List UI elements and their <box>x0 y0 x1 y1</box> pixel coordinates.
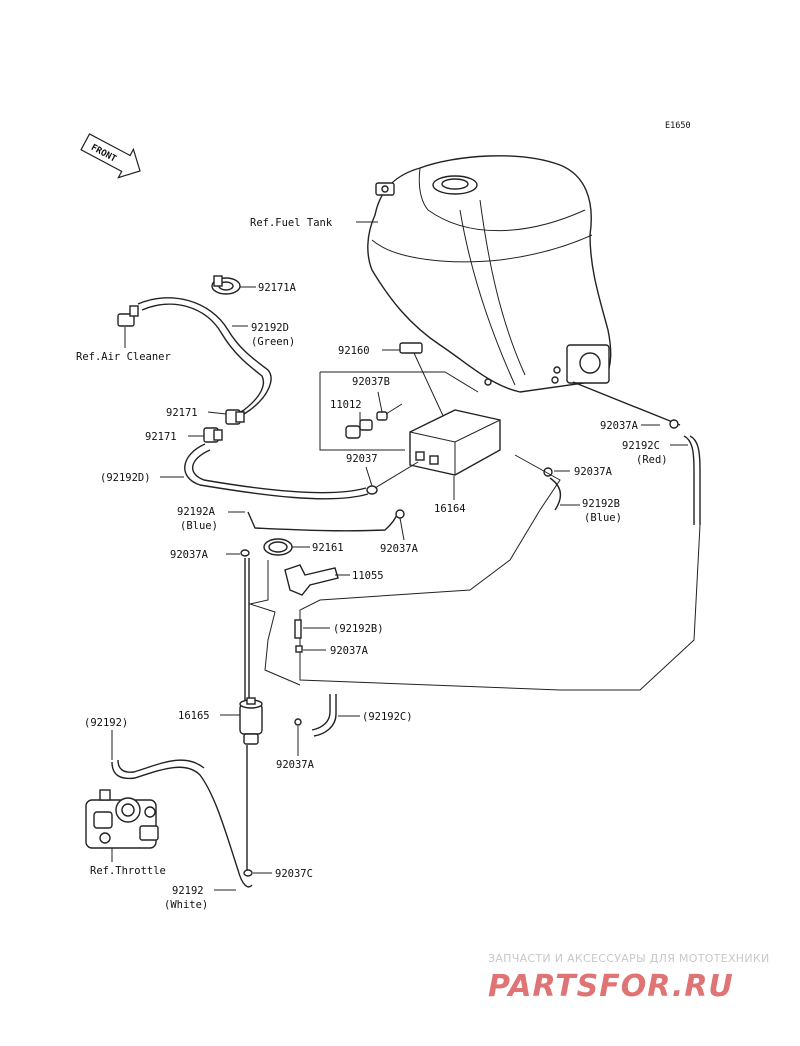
label-92192-paren: (92192) <box>84 717 128 729</box>
label-92171A: 92171A <box>258 282 297 294</box>
clip-92037A-bottom-icon <box>294 718 302 726</box>
label-11055: 11055 <box>352 570 384 582</box>
front-arrow-icon: FRONT <box>80 133 141 179</box>
label-92192D-paren: (92192D) <box>100 472 151 484</box>
routing-line <box>299 454 701 691</box>
label-92192C-paren: (92192C) <box>362 711 413 723</box>
clip-92037A-center-icon <box>395 509 405 519</box>
label-11012: 11012 <box>330 399 362 411</box>
hose-92192C-red <box>572 381 681 426</box>
clip-92037B-icon <box>376 411 388 421</box>
watermark-logo: PARTSFOR.RU <box>488 969 734 1004</box>
clamp-92171A-icon <box>211 275 241 295</box>
label-92037C: 92037C <box>275 868 313 880</box>
label-white: (White) <box>164 899 208 911</box>
label-92160: 92160 <box>338 345 370 357</box>
hose-92192D-green <box>137 297 272 419</box>
throttle-body-illustration <box>85 789 159 849</box>
label-92171-lower: 92171 <box>145 431 177 443</box>
group-outline-canister <box>319 372 405 451</box>
clamp-92171-lower-icon <box>203 427 223 443</box>
label-92037A-left: 92037A <box>170 549 209 561</box>
label-92037B: 92037B <box>352 376 390 388</box>
label-92037: 92037 <box>346 453 378 465</box>
label-92192D: 92192D <box>251 322 289 334</box>
clamp-92171-upper-icon <box>225 409 245 425</box>
label-blue-right: (Blue) <box>584 512 622 524</box>
fuel-tank-illustration <box>367 155 612 393</box>
label-92192-bottom: 92192 <box>172 885 204 897</box>
label-92037A-lower: 92037A <box>330 645 369 657</box>
label-green: (Green) <box>251 336 295 348</box>
watermark-tagline: ЗАПЧАСТИ И АКСЕССУАРЫ ДЛЯ МОТОТЕХНИКИ <box>488 952 770 965</box>
label-92192C-right: 92192C <box>622 440 660 452</box>
label-92171-upper: 92171 <box>166 407 198 419</box>
hose-92192B-icon <box>294 619 302 639</box>
label-92037A-right-top: 92037A <box>600 420 639 432</box>
label-red: (Red) <box>636 454 668 466</box>
clip-92037A-left-icon <box>240 549 250 557</box>
label-92037A-bottom: 92037A <box>276 759 315 771</box>
plug-11012-icon <box>345 419 373 439</box>
label-throttle: Ref.Throttle <box>90 865 166 877</box>
label-92037A-center: 92037A <box>380 543 419 555</box>
cap-92160-icon <box>399 342 423 354</box>
clip-92037A-lower-icon <box>295 645 303 653</box>
hose-92192D-lower <box>184 443 369 500</box>
label-92161: 92161 <box>312 542 344 554</box>
label-92192B-right: 92192B <box>582 498 620 510</box>
label-16165: 16165 <box>178 710 210 722</box>
label-92037A-mid: 92037A <box>574 466 613 478</box>
label-fuel-tank: Ref.Fuel Tank <box>250 217 333 229</box>
label-16164: 16164 <box>434 503 466 515</box>
clip-92037A-right-icon <box>669 419 679 429</box>
label-air-cleaner: Ref.Air Cleaner <box>76 351 171 363</box>
label-blue-left: (Blue) <box>180 520 218 532</box>
hose-92192-white <box>111 761 253 888</box>
clip-92037C-icon <box>243 869 253 877</box>
canister-16164-illustration <box>409 409 501 476</box>
diagram-code: E1650 <box>665 121 691 131</box>
hose-92192C-lower <box>311 694 331 731</box>
label-92192B-paren: (92192B) <box>333 623 384 635</box>
hose-92192A-blue <box>247 511 399 532</box>
clip-92037-icon <box>366 485 378 495</box>
filter-16165-illustration <box>239 697 263 745</box>
bracket-11055-icon <box>284 564 339 596</box>
air-cleaner-fitting-icon <box>117 305 139 327</box>
label-92192A: 92192A <box>177 506 216 518</box>
